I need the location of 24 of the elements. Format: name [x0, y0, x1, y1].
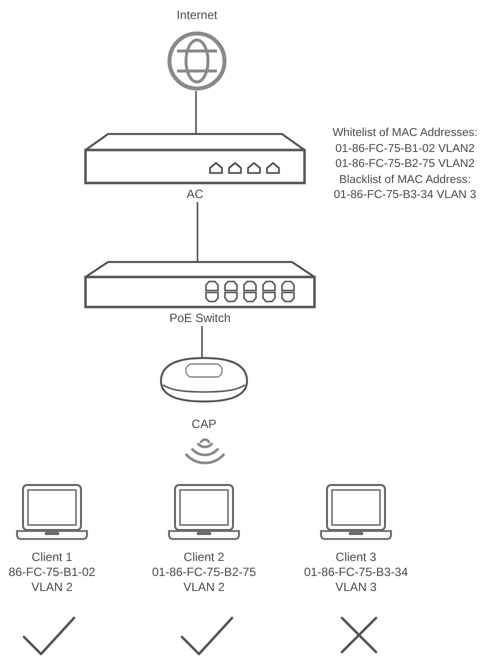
vlan-label: VLAN 2 [183, 580, 225, 595]
device-label: PoE Switch [169, 311, 231, 326]
device-label: CAP [192, 417, 216, 432]
check-icon [180, 616, 234, 656]
mac-entry: 01-86-FC-75-B1-02 VLAN2 [335, 142, 475, 156]
client-name: Client 3 [336, 550, 376, 565]
connection-line [195, 91, 197, 133]
client-name: Client 2 [184, 550, 224, 565]
whitelist-heading: Whitelist of MAC Addresses: [332, 126, 478, 141]
mac-address: 86-FC-75-B1-02 [8, 565, 96, 580]
check-icon [22, 616, 76, 656]
connection-line [201, 326, 203, 357]
connection-line [196, 202, 198, 261]
network-label: Internet [176, 8, 218, 23]
device-label: AC [186, 187, 204, 202]
cross-icon [340, 616, 378, 654]
mac-entry: 01-86-FC-75-B2-75 VLAN2 [335, 157, 475, 172]
mac-address: 01-86-FC-75-B2-75 [152, 565, 256, 580]
vlan-label: VLAN 3 [335, 580, 377, 595]
vlan-label: VLAN 2 [31, 580, 73, 595]
blacklist-heading: Blacklist of MAC Address: [339, 172, 471, 188]
client-name: Client 1 [32, 550, 72, 565]
mac-entry: 01-86-FC-75-B3-34 VLAN 3 [334, 188, 476, 203]
mac-address: 01-86-FC-75-B3-34 [304, 565, 408, 580]
